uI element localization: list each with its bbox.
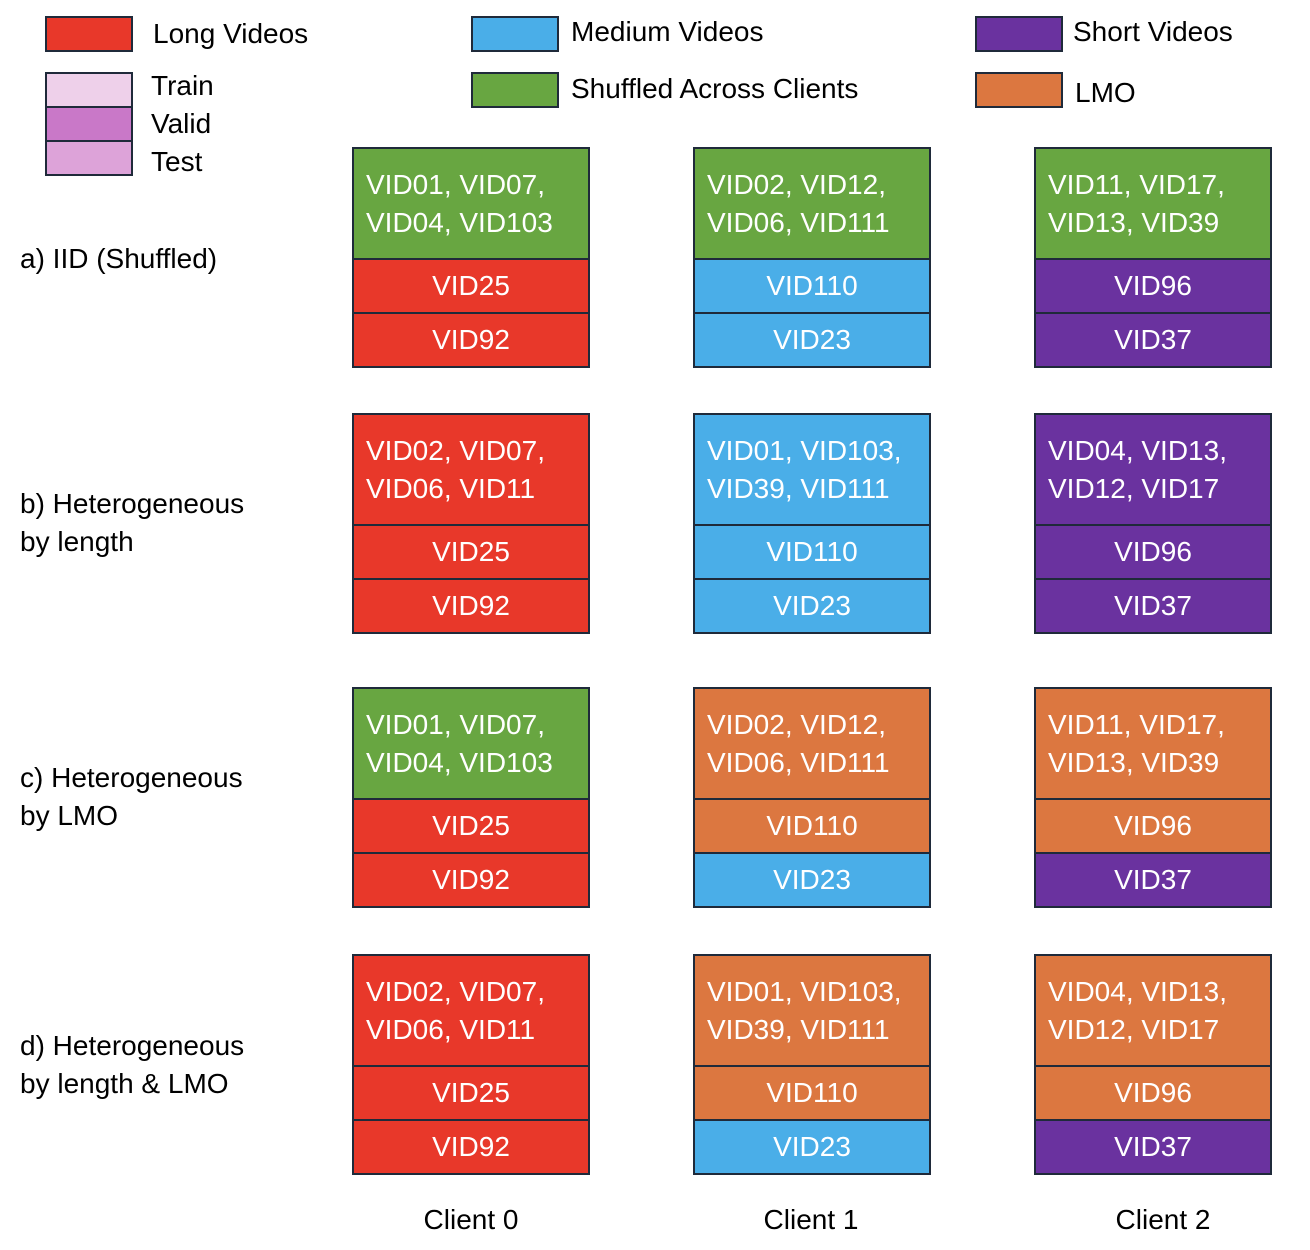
legend-label-shuffled: Shuffled Across Clients [571, 73, 859, 104]
train-split-cell: VID11, VID17, VID13, VID39 [1036, 149, 1270, 258]
row-label-b: b) Heterogeneous by length [20, 488, 245, 557]
test-split-cell: VID92 [354, 1119, 588, 1173]
test-split-cell: VID37 [1036, 1119, 1270, 1173]
train-split-cell: VID04, VID13, VID12, VID17 [1036, 415, 1270, 524]
legend-label-train: Train [151, 70, 214, 101]
train-split-cell: VID04, VID13, VID12, VID17 [1036, 956, 1270, 1065]
test-split-cell: VID92 [354, 852, 588, 906]
client-label-1: Client 1 [763, 1204, 859, 1235]
client-label-0: Client 0 [423, 1204, 519, 1235]
legend-swatch-short [975, 16, 1063, 52]
valid-split-cell: VID110 [695, 1065, 929, 1119]
train-split-cell: VID02, VID12, VID06, VID111 [695, 689, 929, 798]
valid-split-cell: VID25 [354, 798, 588, 852]
valid-split-cell: VID96 [1036, 524, 1270, 578]
valid-split-cell: VID25 [354, 258, 588, 312]
legend-swatch-valid [45, 106, 133, 142]
train-split-cell: VID02, VID12, VID06, VID111 [695, 149, 929, 258]
test-split-cell: VID37 [1036, 578, 1270, 632]
legend-label-long: Long Videos [153, 18, 309, 49]
valid-split-cell: VID25 [354, 1065, 588, 1119]
test-split-cell: VID23 [695, 1119, 929, 1173]
valid-split-cell: VID96 [1036, 258, 1270, 312]
legend-label-test: Test [151, 146, 203, 177]
test-split-cell: VID37 [1036, 852, 1270, 906]
test-split-cell: VID23 [695, 852, 929, 906]
row-label-c: c) Heterogeneous by LMO [20, 762, 243, 831]
legend-swatch-medium [471, 16, 559, 52]
row-label-d: d) Heterogeneous by length & LMO [20, 1030, 245, 1099]
train-split-cell: VID02, VID07, VID06, VID11 [354, 415, 588, 524]
train-split-cell: VID01, VID07, VID04, VID103 [354, 689, 588, 798]
train-split-cell: VID01, VID07, VID04, VID103 [354, 149, 588, 258]
legend-label-valid: Valid [151, 108, 212, 139]
legend-label-lmo: LMO [1075, 77, 1136, 108]
test-split-cell: VID92 [354, 312, 588, 366]
valid-split-cell: VID110 [695, 524, 929, 578]
legend-swatch-shuffled [471, 72, 559, 108]
legend-label-medium: Medium Videos [571, 16, 764, 47]
legend-swatch-lmo [975, 72, 1063, 108]
valid-split-cell: VID25 [354, 524, 588, 578]
legend-swatch-long [45, 16, 133, 52]
test-split-cell: VID23 [695, 312, 929, 366]
train-split-cell: VID02, VID07, VID06, VID11 [354, 956, 588, 1065]
test-split-cell: VID92 [354, 578, 588, 632]
client-label-2: Client 2 [1115, 1204, 1211, 1235]
valid-split-cell: VID110 [695, 258, 929, 312]
train-split-cell: VID01, VID103, VID39, VID111 [695, 956, 929, 1065]
valid-split-cell: VID110 [695, 798, 929, 852]
test-split-cell: VID37 [1036, 312, 1270, 366]
legend-swatch-test [45, 140, 133, 176]
legend-swatch-train [45, 72, 133, 108]
legend-label-short: Short Videos [1073, 16, 1233, 47]
train-split-cell: VID01, VID103, VID39, VID111 [695, 415, 929, 524]
train-split-cell: VID11, VID17, VID13, VID39 [1036, 689, 1270, 798]
valid-split-cell: VID96 [1036, 1065, 1270, 1119]
valid-split-cell: VID96 [1036, 798, 1270, 852]
row-label-a: a) IID (Shuffled) [20, 243, 218, 274]
test-split-cell: VID23 [695, 578, 929, 632]
